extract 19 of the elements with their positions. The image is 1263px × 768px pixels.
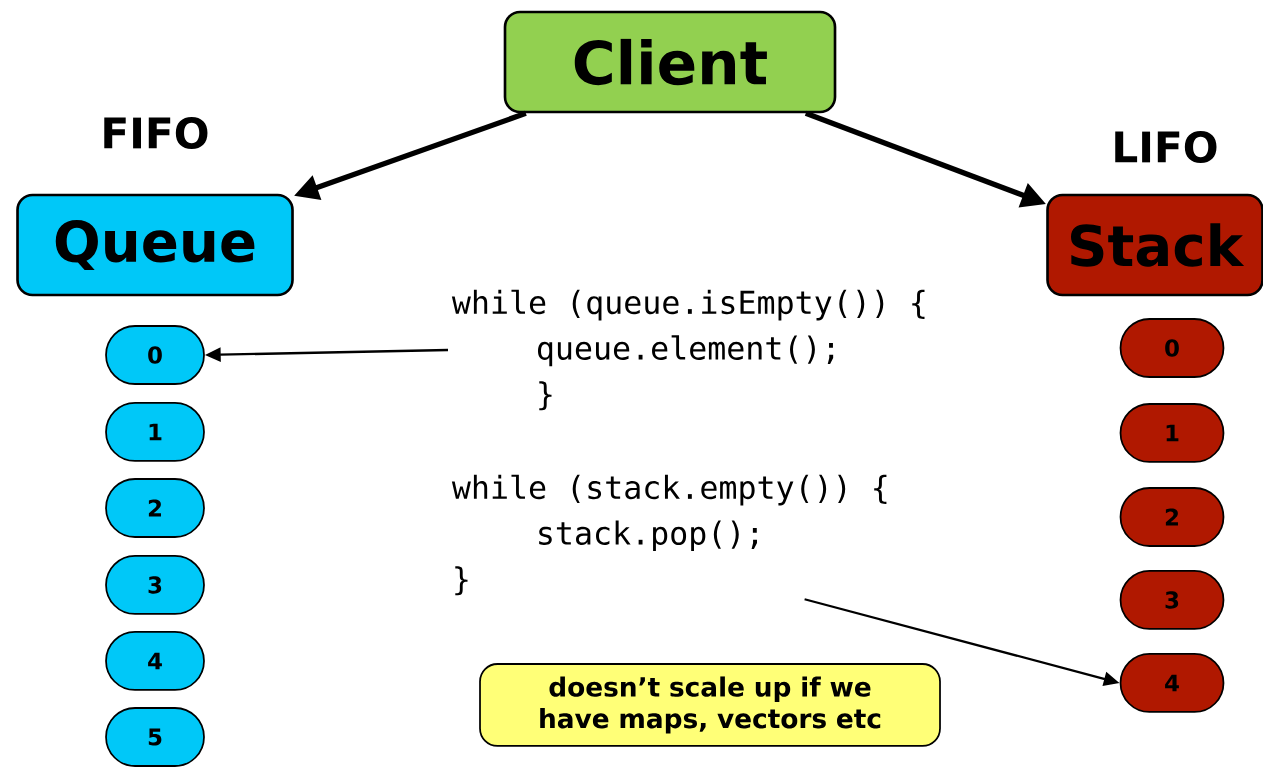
slot-pill: 4 [1119,653,1225,713]
rounded-box: Queue [16,193,294,297]
code-snippet: while (stack.empty()) { stack.pop(); } [451,474,887,596]
note-box: doesn’t scale up if we have maps, vectors etc [479,663,941,747]
slot-pill: 3 [105,555,205,615]
heading-label: FIFO [104,117,208,149]
slot-pill: 0 [105,325,205,385]
slot-pill: 2 [105,478,205,538]
slot-pill: 0 [1119,318,1225,378]
slot-pill: 4 [105,631,205,691]
slot-pill: 1 [105,402,205,462]
slot-pill: 1 [1119,403,1225,463]
rounded-box: Stack [1046,193,1263,297]
code-snippet: while (queue.isEmpty()) { queue.element(); } [451,289,925,411]
slot-pill: 5 [105,707,205,767]
heading-label: LIFO [1115,131,1217,163]
slot-pill: 3 [1119,570,1225,630]
rounded-box: Client [503,10,837,114]
slot-pill: 2 [1119,487,1225,547]
